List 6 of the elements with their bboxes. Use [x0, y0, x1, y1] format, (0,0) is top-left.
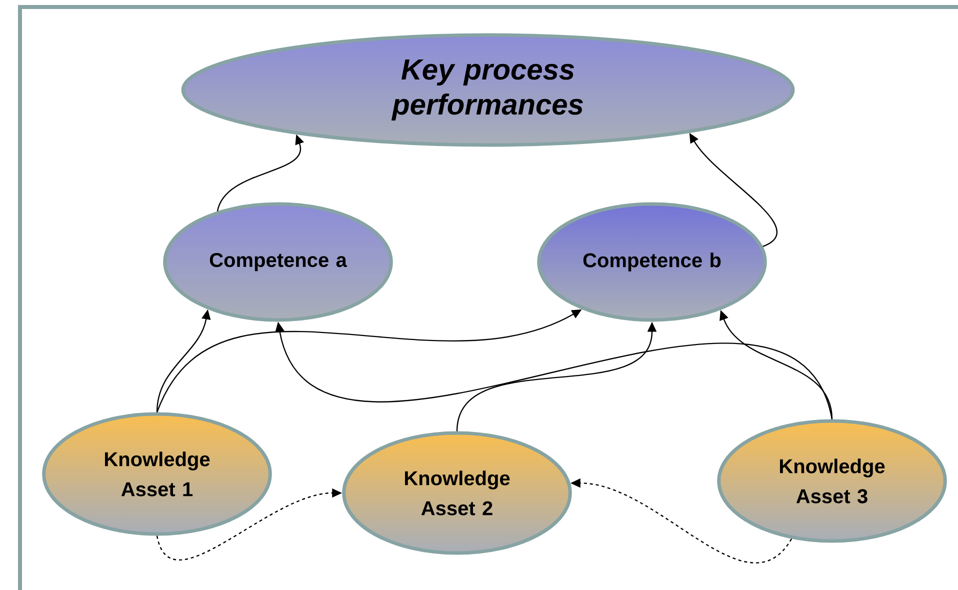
ellipse-node: Knowledge Asset 1	[42, 412, 272, 536]
ellipse-node: Key process performances	[181, 33, 795, 147]
ellipse-node: Knowledge Asset 3	[717, 419, 947, 543]
ellipse-node: Knowledge Asset 2	[342, 431, 572, 555]
ellipse-node: Competence b	[537, 202, 767, 322]
ellipse-node: Competence a	[163, 202, 393, 322]
